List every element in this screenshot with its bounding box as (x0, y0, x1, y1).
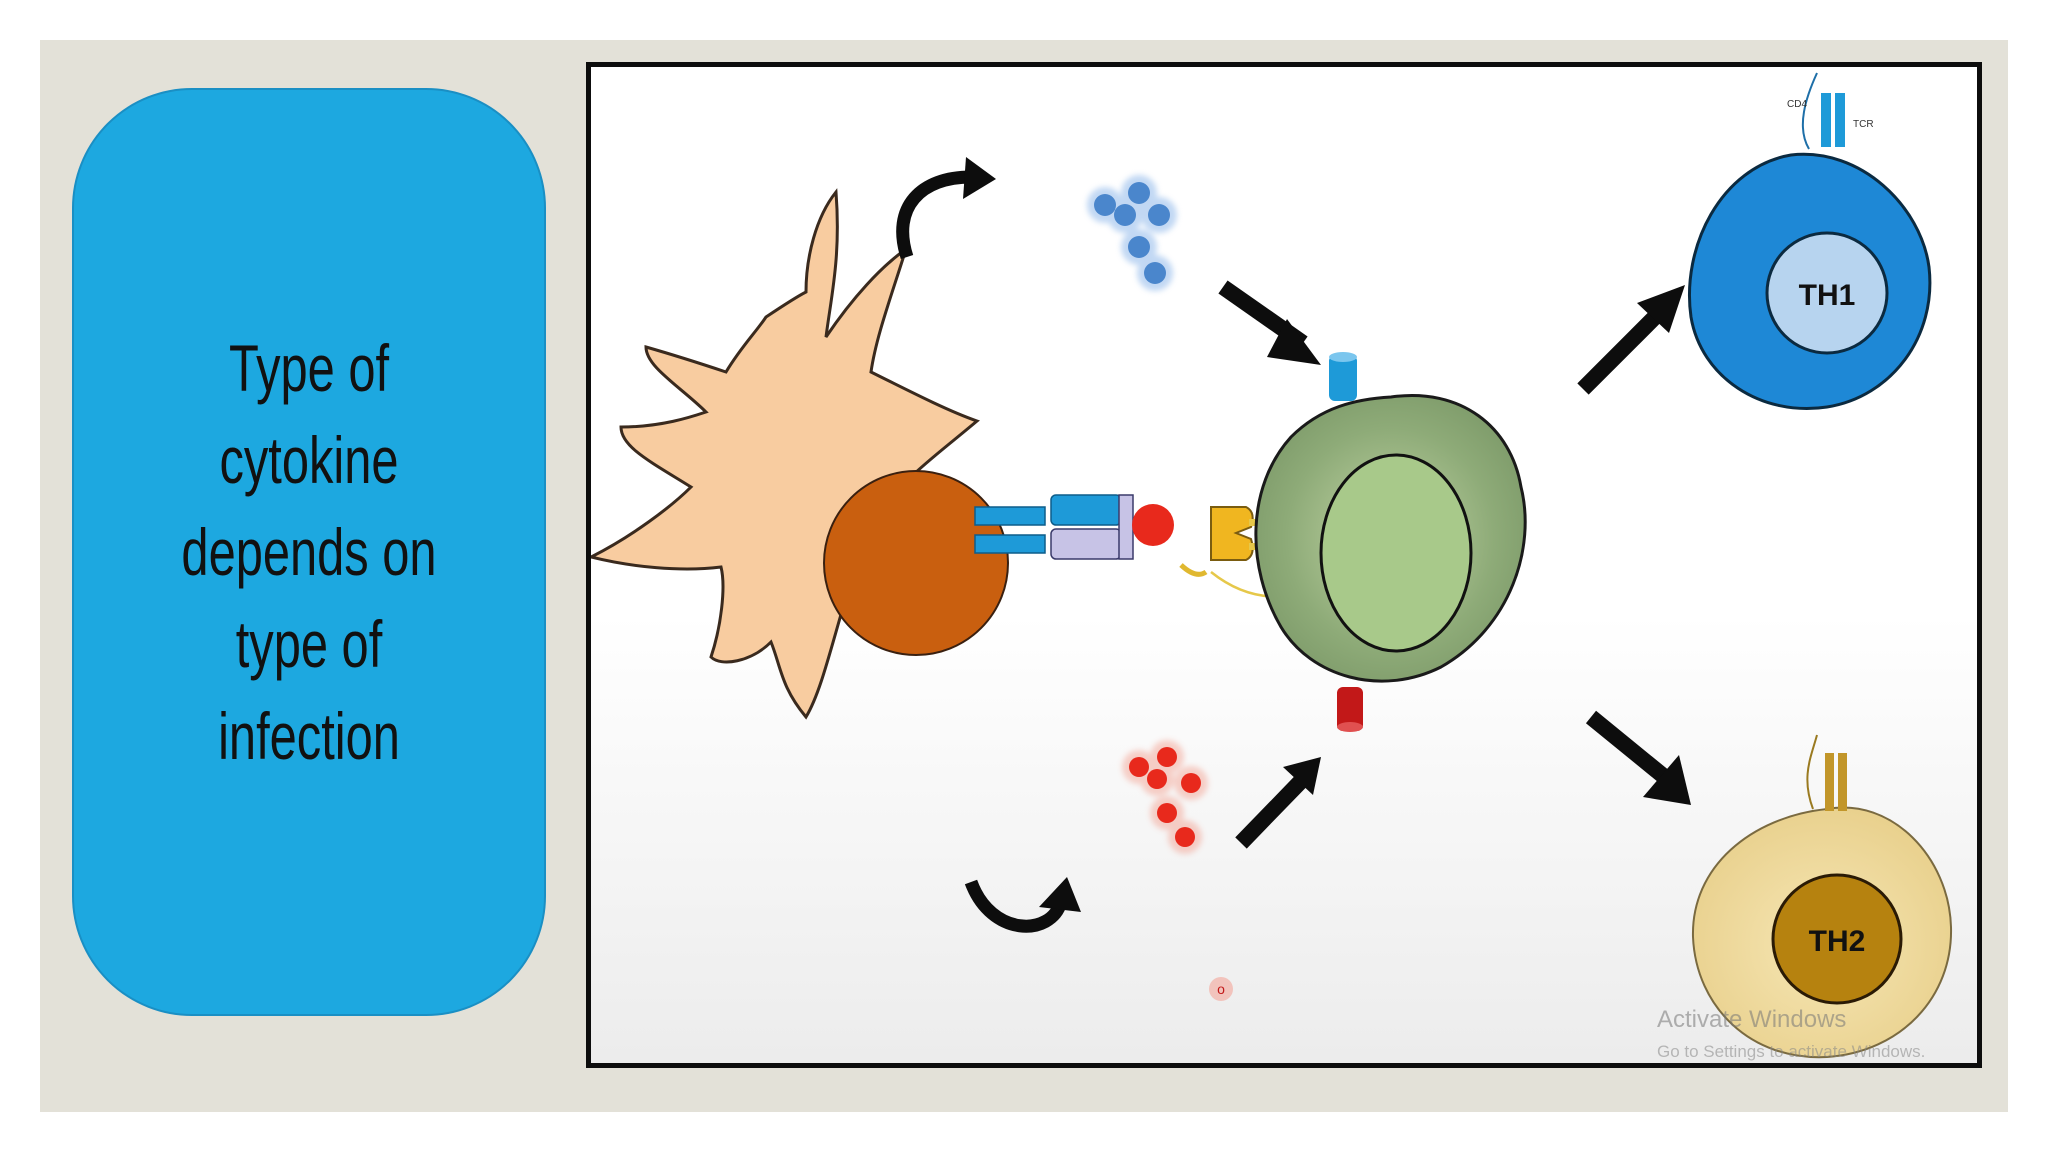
dendritic-cell (591, 188, 1009, 720)
activation-watermark: Activate Windows Go to Settings to activ… (1657, 1006, 1925, 1061)
diagram-frame: o TH1 CD4 TCR (586, 62, 1982, 1068)
cytokine-red-cluster (1122, 740, 1208, 854)
title-card: Type of cytokine depends on type of infe… (72, 88, 546, 1016)
th1-cell: TH1 CD4 TCR (1688, 72, 1932, 410)
arrow-to-naive-top (1218, 280, 1321, 365)
th1-nucleus (1765, 231, 1889, 355)
curved-arrow-top (896, 157, 996, 259)
naive-t-cell (1254, 352, 1527, 732)
mhc-receptor (974, 494, 1174, 560)
antigen-peptide (1132, 504, 1174, 546)
th2-cd4 (1806, 734, 1818, 810)
dendritic-nucleus (823, 470, 1009, 656)
th2-nucleus (1771, 873, 1903, 1005)
naive-cell-nucleus (1319, 453, 1473, 653)
curved-arrow-bottom (964, 877, 1081, 933)
title-line-4: type of (235, 607, 383, 681)
cd4-label: CD4 (1787, 99, 1807, 110)
title-line-5: infection (218, 699, 400, 773)
diagram-canvas: o TH1 CD4 TCR (591, 72, 1953, 1061)
cytokine-blue-cluster (1087, 175, 1177, 291)
title-line-2: cytokine (219, 423, 399, 497)
svg-text:o: o (1217, 981, 1225, 997)
watermark-subtitle: Go to Settings to activate Windows. (1657, 1042, 1925, 1061)
th1-cd4 (1801, 72, 1818, 150)
small-red-marker: o (1209, 977, 1233, 1001)
th2-label: TH2 (1809, 925, 1866, 958)
th2-cell: TH2 (1691, 734, 1953, 1059)
arrow-to-naive-bottom (1235, 757, 1321, 849)
title-line-1: Type of (228, 331, 390, 405)
arrow-to-th2 (1585, 710, 1691, 805)
title-text: Type of cytokine depends on type of infe… (137, 322, 481, 782)
th1-label: TH1 (1799, 279, 1856, 312)
title-line-3: depends on (181, 515, 437, 589)
arrow-to-th1 (1577, 285, 1685, 395)
tcr-label: TCR (1853, 119, 1874, 130)
cytokine-receptor-red (1337, 687, 1363, 731)
watermark-title: Activate Windows (1657, 1006, 1846, 1033)
cytokine-receptor-blue (1329, 355, 1357, 401)
